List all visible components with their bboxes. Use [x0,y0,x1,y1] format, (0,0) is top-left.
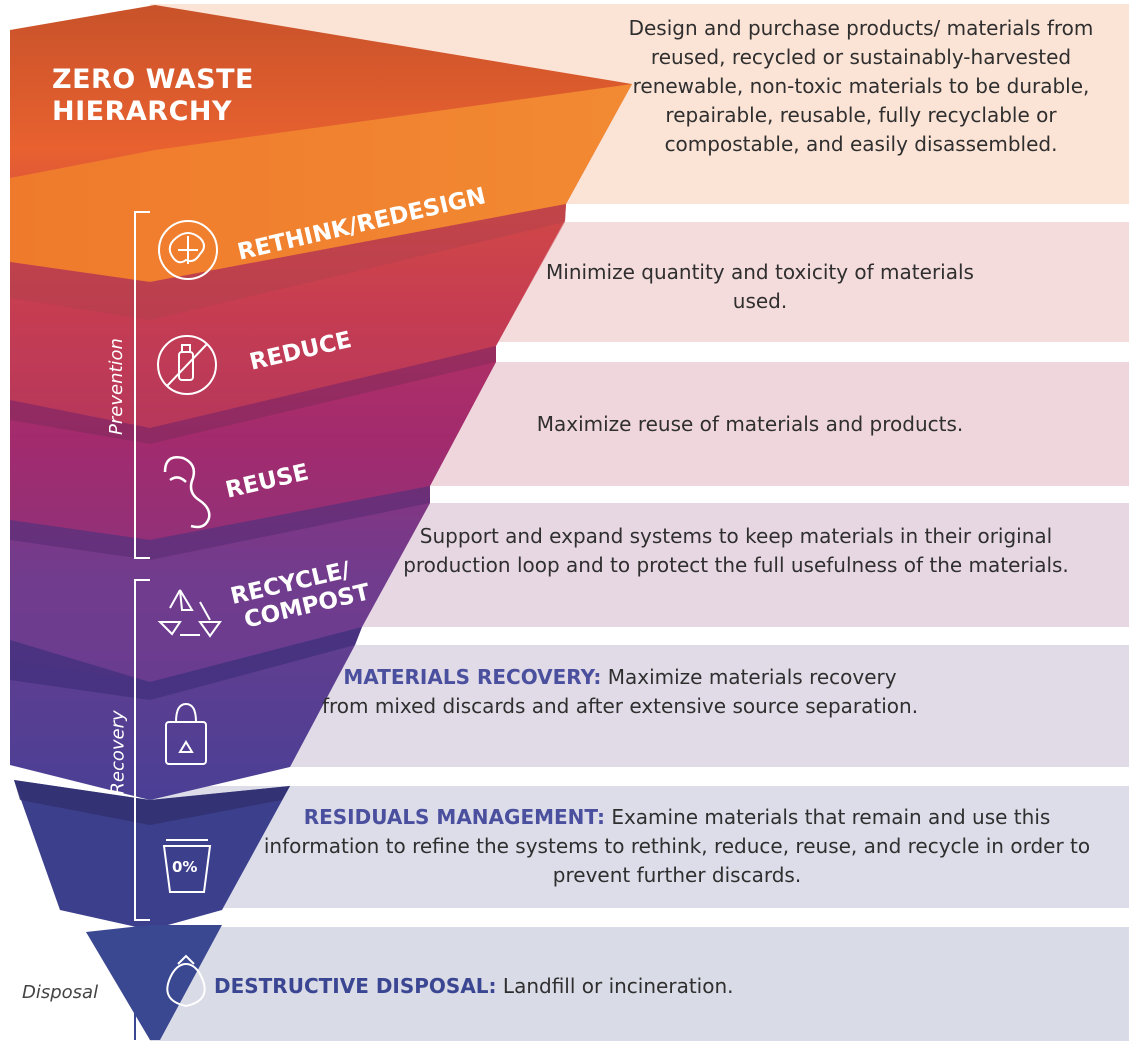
recycle-icon [157,589,222,638]
trash-bag-icon [166,954,206,1008]
description-recycle-compost: Support and expand systems to keep mater… [403,524,1069,577]
description-destructive-disposal: DESTRUCTIVE DISPOSAL: Landfill or incine… [214,972,914,1001]
tier-reuse-band [10,362,496,540]
band-bg-residuals [150,786,1129,908]
title-line-1: ZERO WASTE [52,64,254,95]
tier-disposal-funnel [86,925,222,1040]
prevention-bracket [134,211,150,559]
fold-1 [10,204,566,320]
tier-reduce-band [10,222,565,428]
reuse-loop-icon [163,456,211,529]
diagram-title: ZERO WASTE HIERARCHY [52,64,254,128]
description-reuse: Maximize reuse of materials and products… [536,412,964,436]
group-label-recovery: Recovery [107,710,129,795]
description-rethink: Design and purchase products/ materials … [628,16,1094,156]
fold-3 [10,486,430,560]
lead-destructive-disposal: DESTRUCTIVE DISPOSAL: [214,974,497,998]
brain-icon [158,220,218,280]
band-bg-disposal [150,927,1129,1041]
description-materials-recovery: MATERIALS RECOVERY: Maximize materials r… [320,663,920,721]
group-label-disposal: Disposal [22,982,99,1003]
text-materials-recovery: Maximize materials recovery from mixed d… [321,665,919,718]
no-bottle-icon [157,335,217,395]
tier-recycle-band [10,503,430,682]
fold-5 [14,780,290,825]
disposal-bracket [134,943,150,1040]
text-residuals-management: Examine materials that remain and use th… [263,805,1091,887]
lead-materials-recovery: MATERIALS RECOVERY: [343,665,602,689]
description-reduce: Minimize quantity and toxicity of materi… [546,260,974,313]
group-label-prevention: Prevention [105,338,127,435]
fold-4 [10,627,362,700]
description-residuals-management: RESIDUALS MANAGEMENT: Examine materials … [252,803,1102,890]
tier-residuals-funnel [14,780,290,930]
recycle-bag-icon [165,702,207,765]
zero-percent-bin-icon [162,839,212,893]
recovery-bracket [134,579,150,921]
title-line-2: HIERARCHY [52,96,233,127]
text-destructive-disposal: Landfill or incineration. [502,974,734,998]
lead-residuals-management: RESIDUALS MANAGEMENT: [303,805,605,829]
zero-percent-text: 0% [172,858,198,876]
